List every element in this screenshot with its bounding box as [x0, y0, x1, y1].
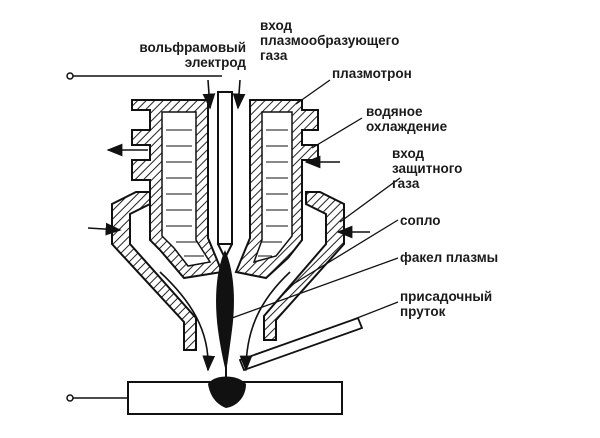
label-line: вход — [392, 146, 425, 161]
leader-plasmatron — [295, 79, 331, 105]
leader-filler-rod — [351, 301, 399, 321]
label-nozzle: сопло — [400, 213, 441, 228]
water-jacket-right — [252, 111, 293, 264]
shield-flow-right-arrow — [239, 271, 291, 372]
leader-shielding-gas — [339, 177, 401, 223]
label-line: газа — [392, 176, 420, 191]
label-filler-rod: присадочный пруток — [400, 289, 492, 319]
label-plasma-gas-inlet: вход плазмообразующего газа — [260, 18, 399, 63]
label-line: водяное — [366, 104, 423, 119]
leader-plasma-torch — [231, 257, 399, 319]
label-water-cooling: водяное охлаждение — [366, 104, 447, 134]
label-line: плазмообразующего — [260, 33, 400, 48]
water-lines-left — [166, 129, 204, 257]
label-line: охлаждение — [366, 119, 448, 134]
power-wire-top — [66, 72, 222, 80]
label-plasmatron: плазмотрон — [332, 66, 412, 81]
label-plasma-torch: факел плазмы — [400, 250, 499, 265]
water-jacket-left — [161, 111, 212, 267]
filler-rod — [238, 316, 364, 372]
label-shielding-gas-inlet: вход защитного газа — [392, 146, 462, 191]
plasma-gas-inlet-arrow — [202, 79, 216, 110]
plasma-gas-inlet-arrow-right — [232, 79, 246, 110]
leader-nozzle — [289, 219, 399, 287]
label-tungsten-electrode: вольфрамовый электрод — [96, 40, 246, 70]
label-line: газа — [260, 48, 288, 63]
label-line: защитного — [392, 161, 463, 176]
label-line: электрод — [184, 55, 246, 70]
label-line: вход — [260, 18, 293, 33]
power-wire-bottom — [66, 394, 128, 402]
nozzle-right — [263, 191, 345, 341]
label-line: присадочный — [400, 289, 493, 304]
water-lines-right — [258, 129, 288, 257]
shield-flow-left-arrow — [159, 271, 216, 372]
shield-gas-left-arrow — [87, 222, 122, 236]
tungsten-electrode — [217, 91, 233, 245]
weld-pool — [208, 376, 246, 408]
nozzle-left — [111, 191, 197, 351]
leader-water-cooling — [311, 117, 363, 149]
label-line: пруток — [400, 304, 446, 319]
label-line: вольфрамовый — [139, 40, 246, 55]
